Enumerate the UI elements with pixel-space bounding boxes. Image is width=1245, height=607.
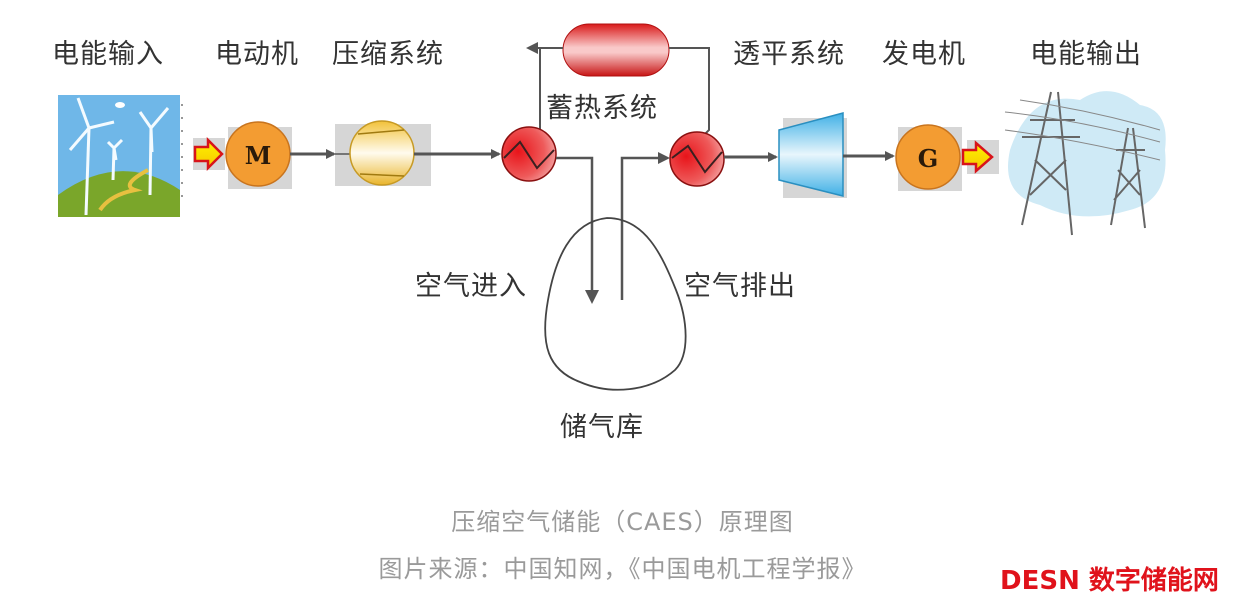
generator-symbol: G — [918, 144, 939, 173]
label-generator: 发电机 — [882, 39, 966, 70]
wind-farm-icon — [58, 95, 183, 217]
turbine-icon — [778, 112, 847, 198]
heat-exchanger-expansion-icon — [669, 131, 725, 187]
label-turbine-system: 透平系统 — [733, 39, 845, 70]
label-motor: 电动机 — [215, 39, 299, 70]
label-heat-storage-system: 蓄热系统 — [546, 93, 658, 124]
hx2-inlet-arrow-icon — [658, 152, 670, 164]
figure-caption-source: 图片来源：中国知网，《中国电机工程学报》 — [378, 555, 867, 583]
label-air-storage-cavern: 储气库 — [560, 412, 644, 443]
label-power-input: 电能输入 — [52, 39, 164, 70]
motor-icon — [225, 121, 292, 189]
air-storage-cavern — [544, 217, 687, 391]
power-input-arrow-icon — [193, 136, 225, 172]
label-air-in: 空气进入 — [415, 271, 527, 302]
air-in-arrow-icon — [585, 290, 599, 304]
pipe-air-in — [556, 156, 594, 297]
label-power-output: 电能输出 — [1030, 39, 1142, 70]
power-output-arrow-icon — [961, 140, 999, 174]
watermark-logo: DESN 数字储能网 — [1000, 566, 1219, 596]
heat-exchanger-compression-icon — [501, 126, 557, 182]
label-compression-system: 压缩系统 — [332, 39, 444, 70]
compressor-icon — [335, 120, 431, 186]
generator-icon — [895, 124, 962, 191]
motor-symbol: M — [245, 141, 272, 170]
power-tower-icon — [1004, 91, 1166, 236]
figure-caption-title: 压缩空气储能（CAES）原理图 — [451, 508, 794, 536]
pipe-air-out — [620, 156, 665, 300]
label-air-out: 空气排出 — [684, 271, 796, 302]
heat-storage-tank-icon — [562, 23, 670, 77]
